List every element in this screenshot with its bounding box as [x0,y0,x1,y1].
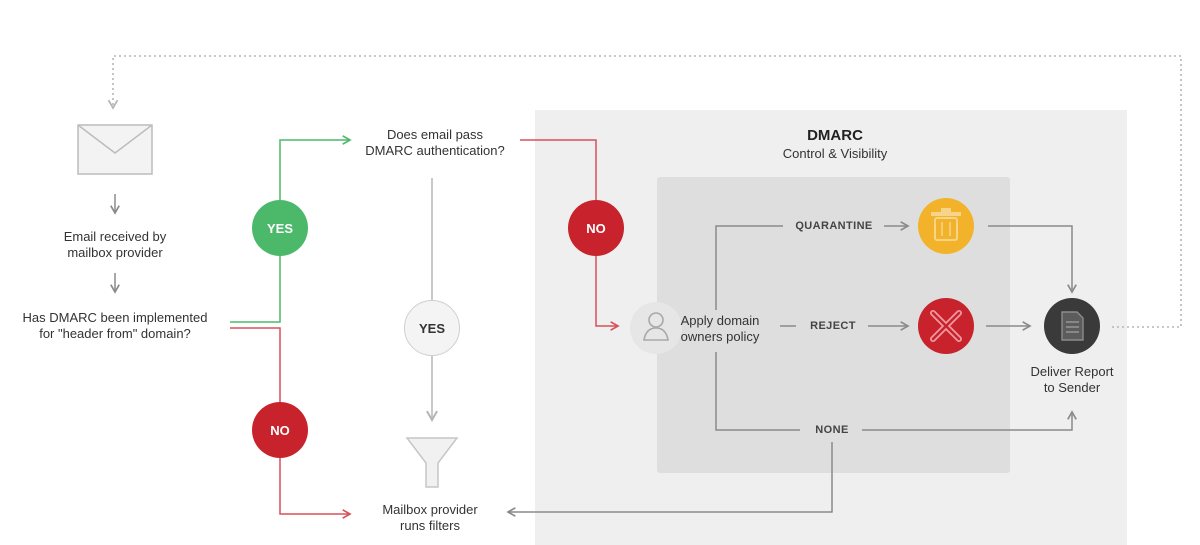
dmarc-subtitle: Control & Visibility [782,146,888,161]
apply-policy-label: Apply domain owners policy [670,313,770,345]
dmarc-title: DMARC [807,127,863,144]
mailbox-filters-label: Mailbox provider runs filters [355,502,505,534]
funnel-icon [405,437,459,488]
dmarc-implemented-line-1: Has DMARC been implemented [22,310,208,325]
dmarc-implemented-line-2: for "header from" domain? [39,326,191,341]
email-received-line-1: Email received by [63,229,167,244]
policy-panel [657,177,1010,473]
apply-policy-line-2: owners policy [680,329,760,344]
x-icon [918,298,974,354]
none-to-report-line [862,410,1077,431]
deliver-report-line-1: Deliver Report [1030,364,1114,379]
email-received-line-2: mailbox provider [67,245,163,260]
envelope-icon [77,124,153,175]
quarantine-branch-line [715,225,783,310]
dmarc-pass-line-2: DMARC authentication? [365,143,505,158]
trash-to-report-line [988,225,1077,294]
none-to-filters-line [506,442,833,517]
document-icon [1044,298,1100,354]
email-received-label: Email received by mailbox provider [35,229,195,261]
user-icon [630,302,682,354]
yes-badge-grey: YES [404,300,460,356]
no-badge-top: NO [568,200,624,256]
reject-label: REJECT [810,320,856,332]
deliver-report-line-2: to Sender [1043,380,1101,395]
dmarc-implemented-label: Has DMARC been implemented for "header f… [5,310,225,342]
yes-badge-green: YES [252,200,308,256]
none-branch-line [715,352,800,431]
trash-icon [918,198,974,254]
no-badge-bottom: NO [252,402,308,458]
mailbox-filters-line-2: runs filters [400,518,460,533]
quarantine-label: QUARANTINE [795,220,873,232]
feedback-loop-line [107,55,1182,328]
mailbox-filters-line-1: Mailbox provider [382,502,478,517]
apply-policy-line-1: Apply domain [680,313,760,328]
dmarc-pass-question: Does email pass DMARC authentication? [345,127,525,159]
deliver-report-label: Deliver Report to Sender [1012,364,1132,396]
dmarc-pass-line-1: Does email pass [386,127,484,142]
none-label: NONE [815,424,849,436]
